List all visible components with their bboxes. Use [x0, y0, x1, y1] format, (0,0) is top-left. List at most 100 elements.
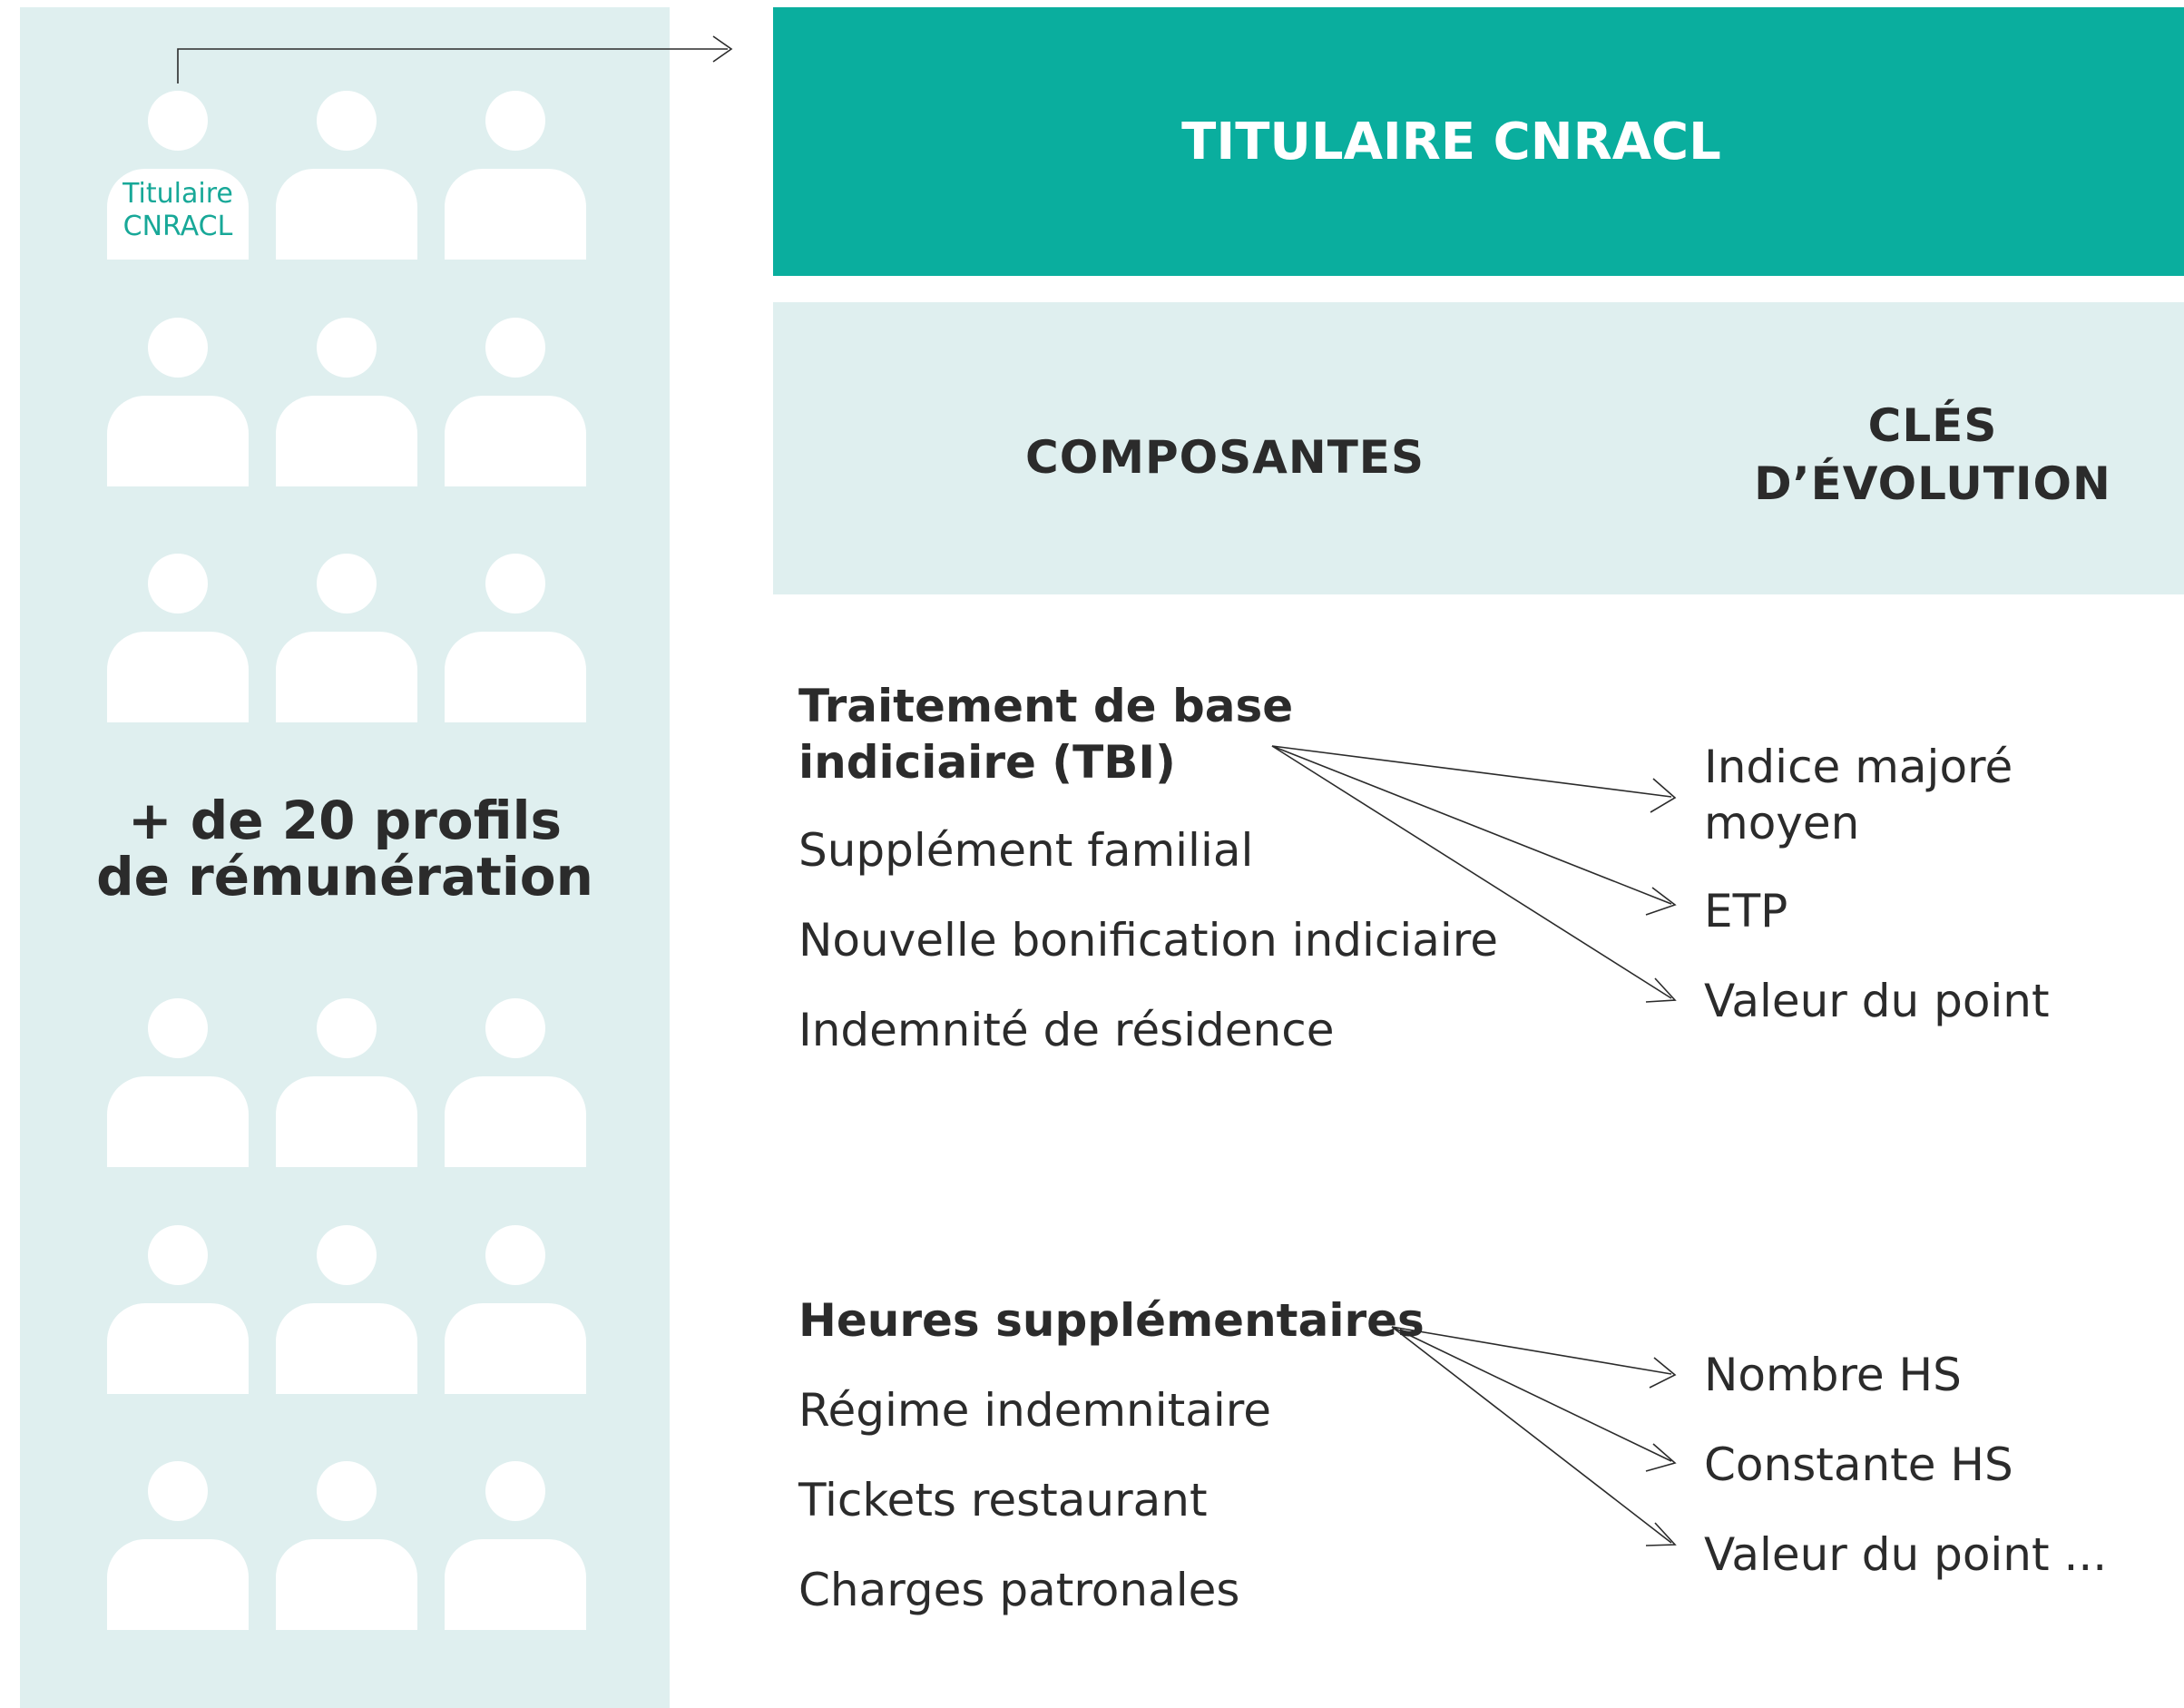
- profile-person-icon: [107, 998, 249, 1167]
- key-indice-majore-line-1: Indice majoré: [1704, 741, 2013, 793]
- profile-person-icon: [445, 91, 586, 260]
- person-head: [485, 91, 545, 151]
- components-header: COMPOSANTES: [998, 428, 1452, 486]
- person-body: [107, 632, 249, 722]
- profile-person-icon: [107, 1225, 249, 1394]
- profiles-count-text: + de 20 profils de rémunération: [20, 792, 670, 905]
- person-body: [107, 1076, 249, 1167]
- person-body: [276, 396, 417, 486]
- person-head: [485, 554, 545, 614]
- profile-person-icon: [445, 1461, 586, 1630]
- person-head: [148, 998, 208, 1058]
- arrow-hs-nombre: [1391, 1326, 1672, 1375]
- component-indemnite-residence: Indemnité de résidence: [798, 1004, 1335, 1056]
- person-body: [445, 1539, 586, 1630]
- component-charges-patronales: Charges patronales: [798, 1564, 1240, 1616]
- person-head: [485, 1461, 545, 1521]
- profile-person-icon: [276, 318, 417, 486]
- profile-person-icon: [276, 1225, 417, 1394]
- person-head: [317, 554, 377, 614]
- component-regime-indemnitaire: Régime indemnitaire: [798, 1384, 1271, 1437]
- person-head: [317, 1461, 377, 1521]
- person-head: [485, 318, 545, 378]
- profile-person-icon: [445, 554, 586, 722]
- person-body: [107, 1539, 249, 1630]
- person-body: [107, 1303, 249, 1394]
- highlighted-profile-label-line-2: CNRACL: [122, 211, 233, 242]
- arrowhead-nombre: [1649, 1357, 1677, 1389]
- person-head: [317, 1225, 377, 1285]
- profiles-panel: [20, 7, 670, 1708]
- profile-person-icon: [276, 1461, 417, 1630]
- arrowhead-indice: [1650, 778, 1677, 813]
- person-head: [317, 91, 377, 151]
- arrow-tbi-valeur: [1271, 745, 1672, 999]
- person-body: [276, 1539, 417, 1630]
- profiles-count-line-1: + de 20 profils: [127, 790, 563, 851]
- profile-person-icon: [445, 318, 586, 486]
- profile-to-banner-arrowhead: [712, 35, 733, 63]
- arrow-hs-constante: [1391, 1326, 1672, 1462]
- profile-person-icon: [276, 998, 417, 1167]
- keys-header-line-2: D’ÉVOLUTION: [1754, 457, 2111, 510]
- key-indice-majore-line-2: moyen: [1704, 797, 1860, 849]
- column-header-band: [773, 302, 2184, 594]
- key-valeur-point: Valeur du point: [1704, 975, 2050, 1027]
- component-tickets-restaurant: Tickets restaurant: [798, 1474, 1208, 1526]
- person-body: [445, 1303, 586, 1394]
- key-nombre-hs: Nombre HS: [1704, 1349, 1962, 1401]
- keys-header: CLÉS D’ÉVOLUTION: [1706, 397, 2160, 513]
- profile-to-banner-arrow: [177, 48, 728, 83]
- person-body: [276, 1303, 417, 1394]
- profile-person-icon: [107, 1461, 249, 1630]
- component-tbi-line-2: indiciaire (TBI): [798, 736, 1176, 789]
- key-constante-hs: Constante HS: [1704, 1438, 2013, 1491]
- key-indice-majore: Indice majoré moyen: [1704, 739, 2013, 851]
- component-heures-supplementaires: Heures supplémentaires: [798, 1294, 1425, 1347]
- keys-header-line-1: CLÉS: [1867, 399, 1998, 452]
- profile-person-icon: [445, 998, 586, 1167]
- profile-person-icon: [445, 1225, 586, 1394]
- key-valeur-point-2: Valeur du point ...: [1704, 1528, 2108, 1581]
- arrow-hs-valeur: [1391, 1326, 1672, 1544]
- person-head: [148, 1461, 208, 1521]
- person-head: [485, 998, 545, 1058]
- person-body: [445, 1076, 586, 1167]
- title-banner: TITULAIRE CNRACL: [773, 7, 2184, 276]
- key-etp: ETP: [1704, 885, 1788, 937]
- arrow-tbi-indice: [1271, 745, 1672, 798]
- person-head: [148, 554, 208, 614]
- arrowhead-etp: [1645, 887, 1677, 916]
- components-header-text: COMPOSANTES: [1025, 431, 1425, 484]
- person-body: [276, 632, 417, 722]
- person-head: [485, 1225, 545, 1285]
- profile-person-icon: [107, 554, 249, 722]
- person-body: [276, 1076, 417, 1167]
- arrow-tbi-etp: [1271, 745, 1672, 905]
- component-supplement-familial: Supplément familial: [798, 824, 1254, 877]
- person-head: [317, 998, 377, 1058]
- person-head: [317, 318, 377, 378]
- highlighted-profile-label-line-1: Titulaire: [122, 178, 233, 210]
- arrowhead-constante: [1645, 1443, 1677, 1472]
- component-nbi: Nouvelle bonification indiciaire: [798, 914, 1499, 967]
- person-body: [107, 396, 249, 486]
- person-head: [148, 318, 208, 378]
- person-body: [445, 632, 586, 722]
- person-body: [107, 169, 249, 260]
- arrowhead-valeur: [1645, 977, 1677, 1003]
- profiles-count-line-2: de rémunération: [96, 846, 593, 908]
- person-head: [148, 1225, 208, 1285]
- person-body: [445, 169, 586, 260]
- person-body: [445, 396, 586, 486]
- profile-person-icon: [107, 318, 249, 486]
- person-head: [148, 91, 208, 151]
- component-tbi-line-1: Traitement de base: [798, 680, 1294, 732]
- banner-title: TITULAIRE CNRACL: [1181, 112, 1721, 172]
- person-body: [276, 169, 417, 260]
- component-tbi: Traitement de base indiciaire (TBI): [798, 678, 1293, 790]
- profile-person-icon: [276, 554, 417, 722]
